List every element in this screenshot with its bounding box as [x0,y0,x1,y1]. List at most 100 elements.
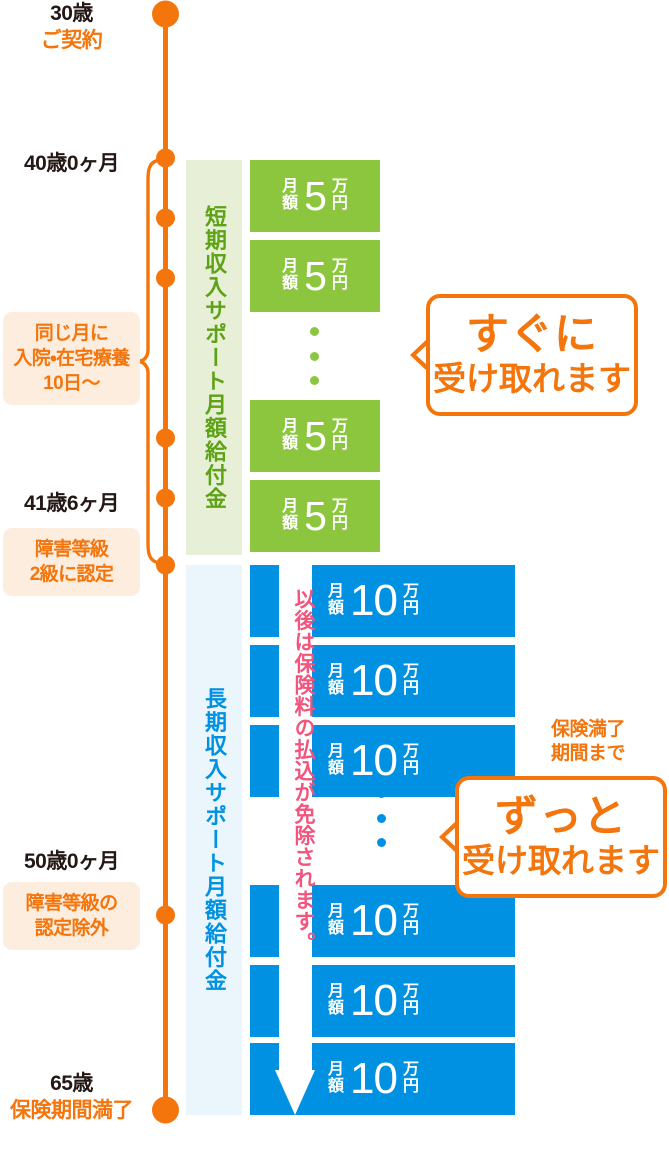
benefit-amount-long-5: 月 額 10 万 円 [328,979,419,1023]
benefit-amount-short-3: 月 額 5 万 円 [282,412,348,459]
benefit-amount-long-1: 月 額 10 万 円 [328,579,419,623]
bubble-tail-always-icon [439,821,457,853]
premium-waiver-text: 以後は保険料の払込が免除されます。 [292,588,315,954]
benefit-amount-long-2: 月 額 10 万 円 [328,659,419,703]
benefit-suffix: 万 円 [402,583,419,617]
benefit-prefix: 月 額 [328,1061,345,1095]
dot [310,376,319,385]
note-chip-disability-exclusion: 障害等級の 認定除外 [3,882,140,951]
benefit-suffix: 万 円 [402,663,419,697]
benefit-value: 5 [304,412,327,459]
dot [377,838,386,847]
callout-receive-soon-line2: 受け取れます [433,360,631,398]
benefit-value: 10 [350,1054,398,1103]
timeline-dot-age41 [156,488,175,508]
callout-receive-always: ずっと 受け取れます [455,776,667,898]
callout-caption-line1: 保険満了 [550,719,626,740]
age-label-41-value: 41歳6ヶ月 [23,492,120,515]
age-label-65: 65歳 保険期間満了 [0,1072,143,1123]
benefit-value: 5 [304,252,327,299]
benefit-prefix: 月 額 [328,663,345,697]
benefit-suffix: 万 円 [331,498,348,532]
benefit-amount-short-2: 月 額 5 万 円 [282,252,348,299]
benefit-amount-long-6: 月 額 10 万 円 [328,1057,419,1101]
benefit-value: 10 [350,656,398,705]
benefit-prefix: 月 額 [328,903,345,937]
section-panel-short-term: 短期収入サポート月額給付金 [186,160,242,555]
bubble-tail-soon-icon [410,339,428,371]
benefit-amount-long-4: 月 額 10 万 円 [328,899,419,943]
callout-caption-until-maturity: 保険満了 期間まで [518,718,658,766]
timeline-dot-age40 [156,148,175,168]
benefit-prefix: 月 額 [328,583,345,617]
benefit-suffix: 万 円 [402,983,419,1017]
callout-receive-always-line1: ずっと [495,793,627,842]
age-label-65-value: 65歳 [50,1072,93,1095]
benefit-suffix: 万 円 [402,743,419,777]
benefit-value: 5 [304,492,327,539]
timeline-dot-mid2 [156,268,175,288]
arrow-head [275,1070,315,1115]
benefit-prefix: 月 額 [282,418,299,452]
benefit-amount-short-1: 月 額 5 万 円 [282,172,348,219]
benefit-prefix: 月 額 [282,258,299,292]
premium-waiver-arrow-icon [275,565,316,1115]
note-chip-disability-grade2: 障害等級 2級に認定 [3,528,140,597]
benefit-bar-short-3: 月 額 5 万 円 [250,400,380,472]
age-label-41: 41歳6ヶ月 [0,492,143,516]
age-label-30-note: ご契約 [40,29,103,53]
timeline-dot-mid1 [156,208,175,228]
benefit-suffix: 万 円 [331,258,348,292]
benefit-value: 10 [350,576,398,625]
benefit-suffix: 万 円 [402,903,419,937]
age-label-30-value: 30歳 [50,2,93,25]
age-label-65-note: 保険期間満了 [10,1099,134,1123]
dot [310,351,319,361]
age-label-50-value: 50歳0ヶ月 [23,850,120,873]
note-chip-hospitalization-line3: 10日〜 [43,373,100,395]
benefit-value: 10 [350,976,398,1025]
timeline-dot-age65 [152,1096,179,1124]
section-panel-long-term: 長期収入サポート月額給付金 [186,565,242,1115]
note-chip-disability-grade2-line1: 障害等級 [34,539,109,560]
benefit-suffix: 万 円 [402,1061,419,1095]
dot [377,789,386,798]
dot [377,813,386,823]
benefit-prefix: 月 額 [328,743,345,777]
benefit-prefix: 月 額 [328,983,345,1017]
age-label-40-value: 40歳0ヶ月 [23,152,120,175]
note-chip-disability-grade2-line2: 2級に認定 [29,564,114,586]
benefit-amount-short-4: 月 額 5 万 円 [282,492,348,539]
benefit-value: 10 [350,736,398,785]
benefit-bar-short-2: 月 額 5 万 円 [250,240,380,312]
callout-receive-soon-line1: すぐに [466,311,598,360]
note-chip-hospitalization-line1: 同じ月に [34,323,109,344]
note-chip-hospitalization-line2: 入院・在宅療養 [13,348,130,370]
continuation-dots-short-term [310,327,319,385]
benefit-bar-short-4: 月 額 5 万 円 [250,480,380,552]
benefit-bar-short-1: 月 額 5 万 円 [250,160,380,232]
timeline-dot-age30 [152,0,179,28]
benefit-suffix: 万 円 [331,418,348,452]
benefit-suffix: 万 円 [331,178,348,212]
continuation-dots-long-term [377,789,386,847]
callout-receive-always-line2: 受け取れます [462,842,660,880]
note-chip-disability-exclusion-line2: 認定除外 [34,918,109,940]
benefit-prefix: 月 額 [282,498,299,532]
timeline-dot-grade2 [156,555,175,575]
timeline-dot-age50 [156,905,175,925]
benefit-value: 10 [350,896,398,945]
timeline-dot-mid3 [156,428,175,448]
note-chip-disability-exclusion-line1: 障害等級の [25,893,118,914]
benefit-prefix: 月 額 [282,178,299,212]
callout-receive-soon: すぐに 受け取れます [426,294,638,416]
age-label-30: 30歳 ご契約 [0,2,143,53]
dot [310,327,319,336]
age-label-40: 40歳0ヶ月 [0,152,143,176]
benefit-value: 5 [304,172,327,219]
benefit-amount-long-3: 月 額 10 万 円 [328,739,419,783]
section-panel-long-term-label: 長期収入サポート月額給付金 [202,687,227,993]
arrow-shaft [279,565,312,1073]
age-label-50: 50歳0ヶ月 [0,850,143,874]
